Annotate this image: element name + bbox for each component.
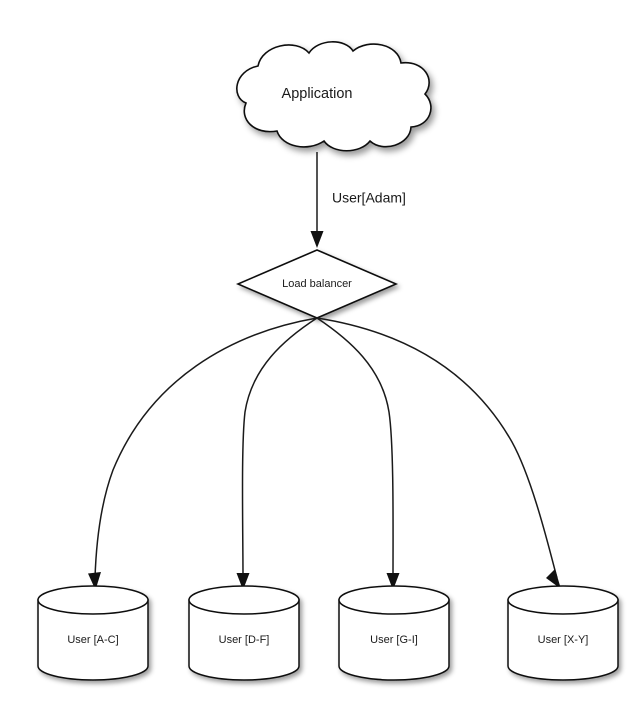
edge-balancer-to-db-1	[88, 317, 318, 590]
arrow-head-db-3	[386, 573, 400, 590]
node-database-2[interactable]: User [D-F]	[188, 585, 300, 681]
cloud-shape	[236, 41, 432, 152]
node-database-3[interactable]: User [G-I]	[338, 585, 450, 681]
database-label-1: User [A-C]	[67, 634, 118, 646]
cylinder-shape-1	[37, 585, 149, 681]
database-label-3: User [G-I]	[370, 634, 418, 646]
arrow-head-db-4	[546, 569, 561, 589]
arrow-head-db-2	[236, 573, 250, 590]
node-database-4[interactable]: User [X-Y]	[507, 585, 619, 681]
edge-label-user-adam: User[Adam]	[332, 190, 406, 206]
arrow-head-db-1	[88, 572, 101, 590]
node-load-balancer[interactable]: Load balancer	[235, 249, 399, 319]
edge-balancer-to-db-3	[316, 317, 400, 590]
node-database-1[interactable]: User [A-C]	[37, 585, 149, 681]
node-application-cloud[interactable]: Application	[236, 41, 432, 152]
cylinder-shape-4	[507, 585, 619, 681]
edge-curve-db-1	[94, 317, 318, 579]
edge-curve-db-2	[241, 317, 318, 579]
cylinder-shape-2	[188, 585, 300, 681]
edge-balancer-to-db-2	[236, 317, 318, 590]
database-label-2: User [D-F]	[219, 634, 270, 646]
edge-group-balancer-to-databases	[88, 317, 561, 590]
edge-application-to-balancer: User[Adam]	[310, 152, 406, 248]
cloud-label: Application	[282, 86, 353, 102]
edge-curve-db-4	[316, 317, 558, 579]
arrow-head-balancer	[310, 231, 324, 248]
database-label-4: User [X-Y]	[538, 634, 589, 646]
cylinder-shape-3	[338, 585, 450, 681]
edge-balancer-to-db-4	[316, 317, 561, 589]
load-balancer-label: Load balancer	[282, 278, 352, 290]
edge-curve-db-3	[316, 317, 394, 579]
